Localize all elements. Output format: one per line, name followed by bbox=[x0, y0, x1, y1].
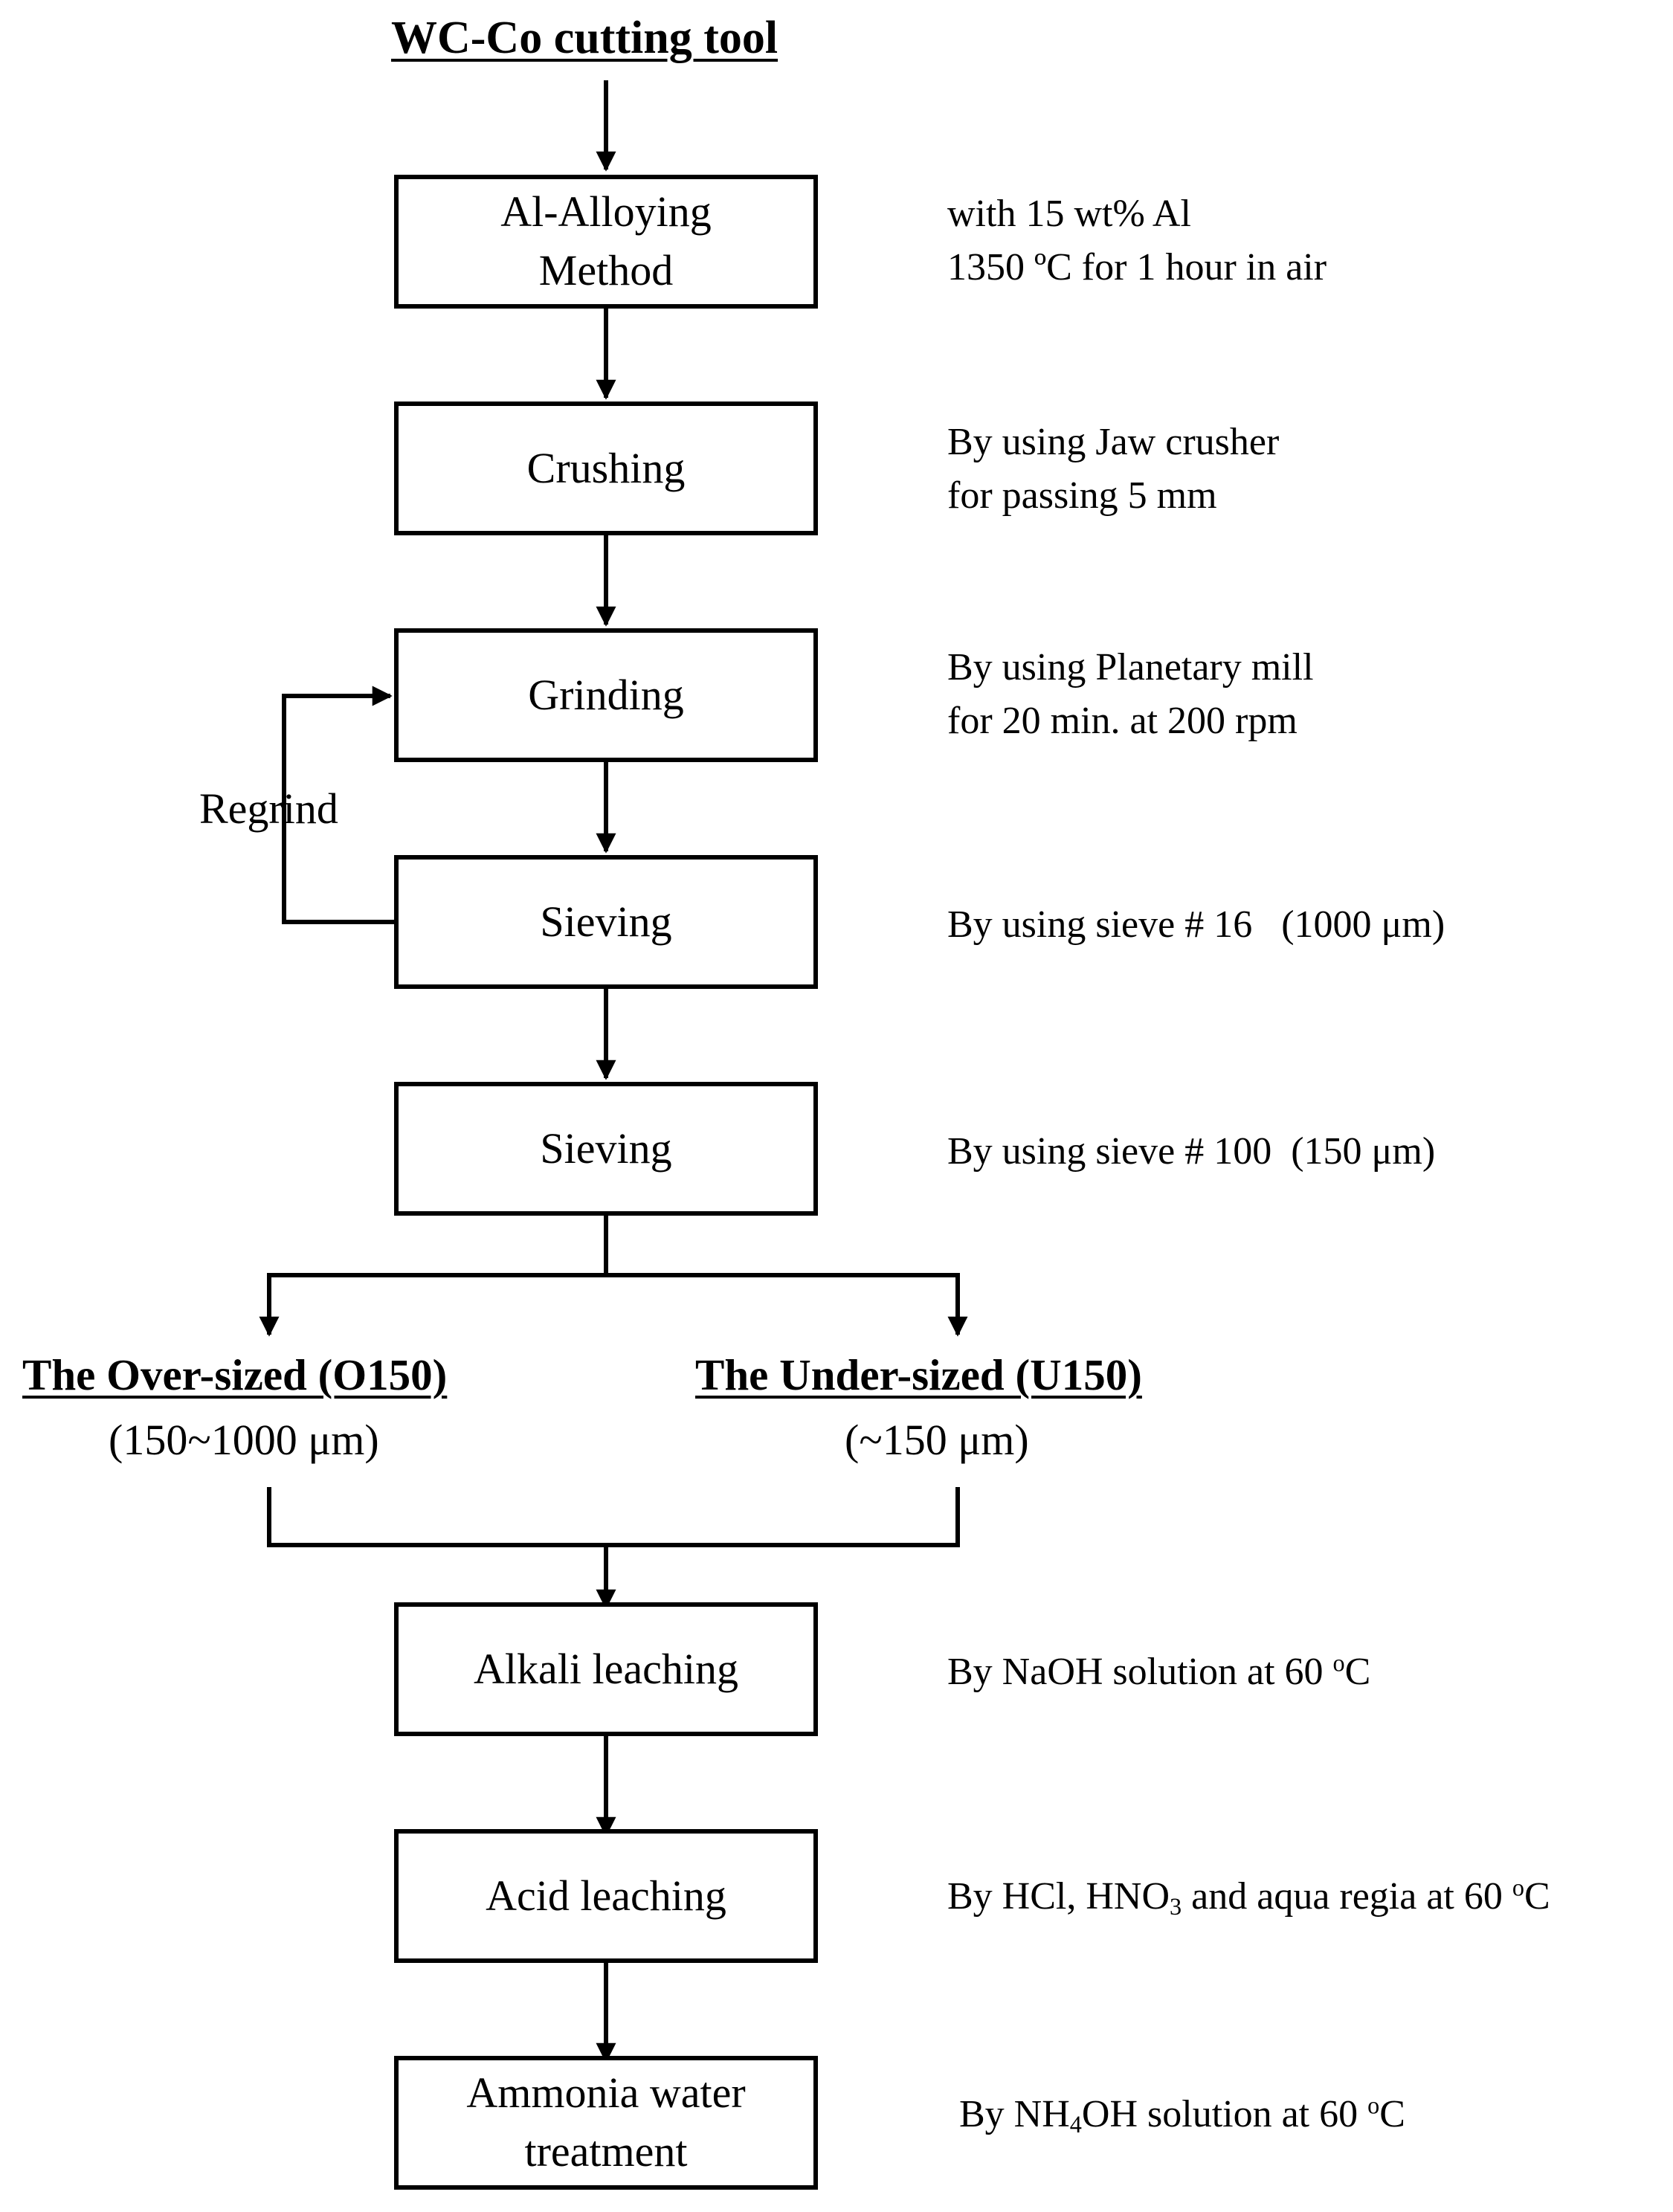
note-acid-leaching: By HCl, HNO3 and aqua regia at 60 oC bbox=[947, 1870, 1550, 1924]
note-line: with 15 wt% Al bbox=[947, 193, 1191, 235]
step-ammonia-water: Ammonia water treatment bbox=[394, 2056, 818, 2190]
note-sieving-100: By using sieve # 100 (150 μm) bbox=[947, 1125, 1435, 1178]
step-al-alloying: Al-Alloying Method bbox=[394, 175, 818, 309]
diagram-title: WC-Co cutting tool bbox=[391, 13, 779, 63]
step-label: Sieving bbox=[540, 897, 672, 946]
note-grinding: By using Planetary mill for 20 min. at 2… bbox=[947, 641, 1314, 748]
step-sieving-100: Sieving bbox=[394, 1082, 818, 1216]
note-line: By using Planetary mill bbox=[947, 646, 1314, 689]
step-label: Alkali leaching bbox=[474, 1644, 738, 1693]
note-line: for passing 5 mm bbox=[947, 474, 1217, 517]
step-label: Method bbox=[538, 246, 674, 294]
note-line: By using sieve # 100 (150 μm) bbox=[947, 1130, 1436, 1173]
step-label: Ammonia water bbox=[466, 2068, 746, 2118]
regrind-loop-arrow bbox=[282, 686, 396, 924]
step-grinding: Grinding bbox=[394, 628, 818, 762]
note-sieving-16: By using sieve # 16 (1000 μm) bbox=[947, 898, 1445, 952]
over-sized-range: (150~1000 μm) bbox=[109, 1416, 379, 1464]
step-label: Crushing bbox=[526, 443, 686, 492]
step-label: treatment bbox=[524, 2127, 688, 2176]
step-label: Al-Alloying bbox=[500, 187, 712, 236]
note-crushing: By using Jaw crusher for passing 5 mm bbox=[947, 416, 1279, 523]
note-line: By using sieve # 16 (1000 μm) bbox=[947, 903, 1445, 946]
note-ammonia-water: By NH4OH solution at 60 oC bbox=[959, 2088, 1405, 2141]
note-al-alloying: with 15 wt% Al 1350 ºC for 1 hour in air bbox=[947, 187, 1327, 294]
merge-lines bbox=[267, 1487, 960, 1547]
step-acid-leaching: Acid leaching bbox=[394, 1829, 818, 1963]
note-line: By NaOH solution at 60 oC bbox=[947, 1649, 1371, 1693]
note-line: for 20 min. at 200 rpm bbox=[947, 700, 1298, 742]
step-alkali-leaching: Alkali leaching bbox=[394, 1602, 818, 1736]
note-line: By HCl, HNO3 and aqua regia at 60 oC bbox=[947, 1874, 1550, 1921]
over-sized-title: The Over-sized (O150) bbox=[22, 1350, 448, 1399]
note-line: By NH4OH solution at 60 oC bbox=[959, 2092, 1405, 2138]
note-alkali-leaching: By NaOH solution at 60 oC bbox=[947, 1645, 1370, 1699]
note-line: 1350 ºC for 1 hour in air bbox=[947, 246, 1327, 288]
regrind-label: Regrind bbox=[199, 784, 338, 833]
under-sized-title: The Under-sized (U150) bbox=[695, 1350, 1142, 1399]
step-crushing: Crushing bbox=[394, 402, 818, 535]
step-label: Acid leaching bbox=[486, 1871, 726, 1920]
note-line: By using Jaw crusher bbox=[947, 421, 1280, 463]
step-sieving-16: Sieving bbox=[394, 855, 818, 989]
under-sized-range: (~150 μm) bbox=[845, 1416, 1029, 1464]
step-label: Sieving bbox=[540, 1123, 672, 1173]
step-label: Grinding bbox=[528, 670, 684, 719]
